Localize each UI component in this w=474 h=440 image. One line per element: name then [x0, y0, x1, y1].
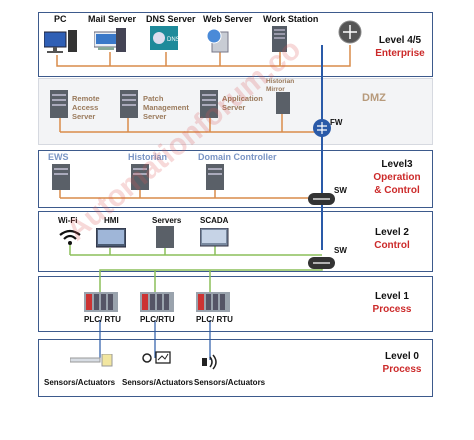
historian-mirror-label: Historian Mirror: [266, 78, 295, 93]
level-0-label: Level 0 Process: [372, 350, 432, 376]
work-station-label: Work Station: [263, 14, 319, 24]
remote-access-server-icon: [50, 90, 68, 118]
mail-server-label: Mail Server: [88, 14, 137, 24]
scada-label: SCADA: [200, 216, 229, 225]
ews-label: EWS: [48, 152, 69, 162]
level-3-subtitle-a: Operation: [373, 172, 421, 183]
hmi-label: HMI: [104, 216, 119, 225]
dns-badge-text: DNS: [167, 37, 180, 43]
firewall-icon: [313, 119, 331, 137]
level-2-title: Level 2: [375, 227, 409, 238]
sensors-actuators-1-label: Sensors/Actuators: [44, 378, 116, 387]
plc-rtu-3-icon: [196, 292, 230, 312]
level-4-5-label: Level 4/5 Enterprise: [370, 34, 430, 60]
dns-server-icon: DNS: [150, 26, 180, 50]
application-server-icon: [200, 90, 218, 118]
router-icon: [338, 20, 362, 44]
level-1-label: Level 1 Process: [362, 290, 422, 316]
wifi-label: Wi-Fi: [58, 216, 78, 225]
ews-icon: [52, 164, 70, 190]
l2-switch-icon: [308, 257, 335, 269]
l3-switch-label: SW: [334, 186, 347, 195]
plc-rtu-2-label: PLC/RTU: [140, 315, 175, 324]
level-3-label: Level3 Operation & Control: [362, 158, 432, 197]
sensor-2-icon: [142, 351, 171, 364]
pc-icon: [44, 30, 77, 53]
plc-rtu-1-icon: [84, 292, 118, 312]
firewall-label: FW: [330, 118, 343, 127]
l3-switch-icon: [308, 193, 335, 205]
level-4-5-title: Level 4/5: [378, 35, 422, 46]
pc-label: PC: [54, 14, 67, 24]
domain-controller-icon: [206, 164, 224, 190]
level-2-subtitle: Control: [374, 240, 410, 251]
servers-label: Servers: [152, 216, 182, 225]
servers-icon: [156, 226, 174, 248]
scada-icon: [200, 228, 229, 247]
wifi-icon: [59, 229, 81, 245]
historian-label: Historian: [128, 152, 168, 162]
historian-icon: [131, 164, 149, 190]
mail-server-icon: [94, 28, 126, 52]
level-3-title: Level3: [381, 159, 413, 170]
web-server-label: Web Server: [203, 14, 253, 24]
dns-server-label: DNS Server: [146, 14, 196, 24]
work-station-icon: [272, 26, 287, 52]
level-1-subtitle: Process: [372, 304, 412, 315]
plc-rtu-3-label: PLC/ RTU: [196, 315, 233, 324]
patch-management-server-icon: [120, 90, 138, 118]
plc-rtu-1-label: PLC/ RTU: [84, 315, 121, 324]
historian-mirror-icon: [276, 92, 290, 114]
patch-management-server-label: Patch Management Server: [143, 94, 189, 121]
domain-controller-label: Domain Controller: [198, 152, 277, 162]
sensor-1-icon: [70, 354, 113, 367]
plc-rtu-2-icon: [140, 292, 174, 312]
level-0-title: Level 0: [385, 351, 419, 362]
level-1-title: Level 1: [375, 291, 409, 302]
level-0-subtitle: Process: [382, 364, 422, 375]
level-2-label: Level 2 Control: [362, 226, 422, 252]
level-4-5-subtitle: Enterprise: [375, 48, 425, 59]
l2-switch-label: SW: [334, 246, 347, 255]
dmz-title: DMZ: [362, 92, 386, 104]
application-server-label: Application Server: [222, 94, 263, 112]
hmi-icon: [96, 228, 126, 248]
sensor-3-icon: [202, 354, 217, 370]
level-3-subtitle-b: & Control: [374, 185, 420, 196]
sensors-actuators-3-label: Sensors/Actuators: [194, 378, 266, 387]
web-server-icon: [206, 28, 229, 53]
sensors-actuators-2-label: Sensors/Actuators: [122, 378, 194, 387]
remote-access-server-label: Remote Access Server: [72, 94, 100, 121]
